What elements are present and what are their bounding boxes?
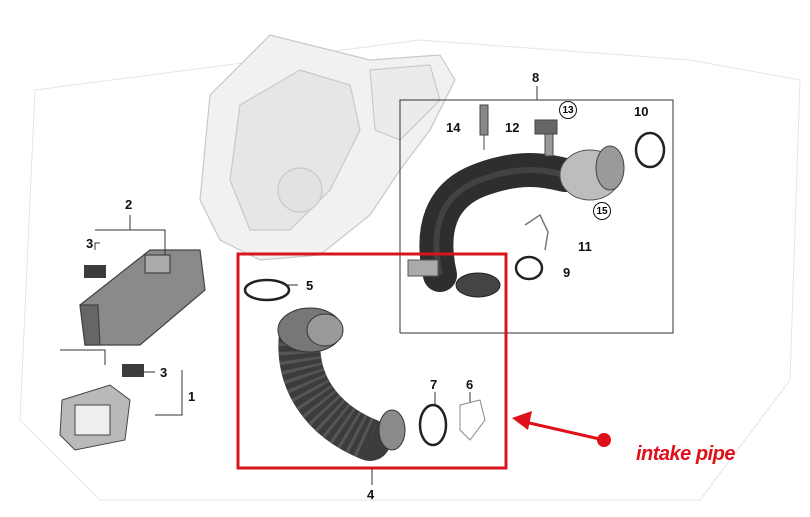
o-ring-10	[634, 131, 666, 169]
label-part-1: 1	[188, 389, 196, 404]
label-part-8: 8	[532, 70, 540, 85]
upper-intake-hose	[407, 145, 625, 298]
pad-3-lower	[122, 364, 144, 377]
pad-3-upper	[84, 265, 106, 278]
label-part-13: 13	[559, 101, 577, 119]
label-part-5: 5	[306, 278, 314, 293]
resonator	[79, 249, 206, 346]
label-part-4: 4	[367, 487, 375, 502]
part-8-bracket	[399, 99, 674, 334]
label-part-14: 14	[446, 120, 461, 135]
wire-11	[524, 213, 549, 251]
label-part-7: 7	[430, 377, 438, 392]
label-part-3-upper: 3	[86, 236, 94, 251]
label-part-9: 9	[563, 265, 571, 280]
clamp-5	[243, 278, 291, 302]
sensor-14	[479, 104, 489, 150]
intake-pipe-part-4	[277, 307, 406, 461]
label-part-10: 10	[634, 104, 649, 119]
label-part-15: 15	[593, 202, 611, 220]
label-part-11: 11	[578, 239, 592, 254]
intake-pipe-callout: intake pipe	[636, 443, 735, 465]
leader-lines-left	[60, 215, 183, 416]
air-filter-housing	[199, 34, 456, 261]
sensor-12	[534, 119, 558, 157]
o-ring-7	[418, 403, 448, 447]
intake-duct-1	[59, 384, 131, 451]
o-ring-9	[514, 255, 544, 281]
callout-arrow	[512, 411, 611, 447]
background-panel	[19, 39, 801, 501]
clip-6	[459, 399, 486, 441]
label-part-12: 12	[505, 120, 520, 135]
leader-lines-box	[285, 284, 471, 485]
label-part-3-lower: 3	[160, 365, 168, 380]
label-part-2: 2	[125, 197, 133, 212]
label-part-6: 6	[466, 377, 474, 392]
